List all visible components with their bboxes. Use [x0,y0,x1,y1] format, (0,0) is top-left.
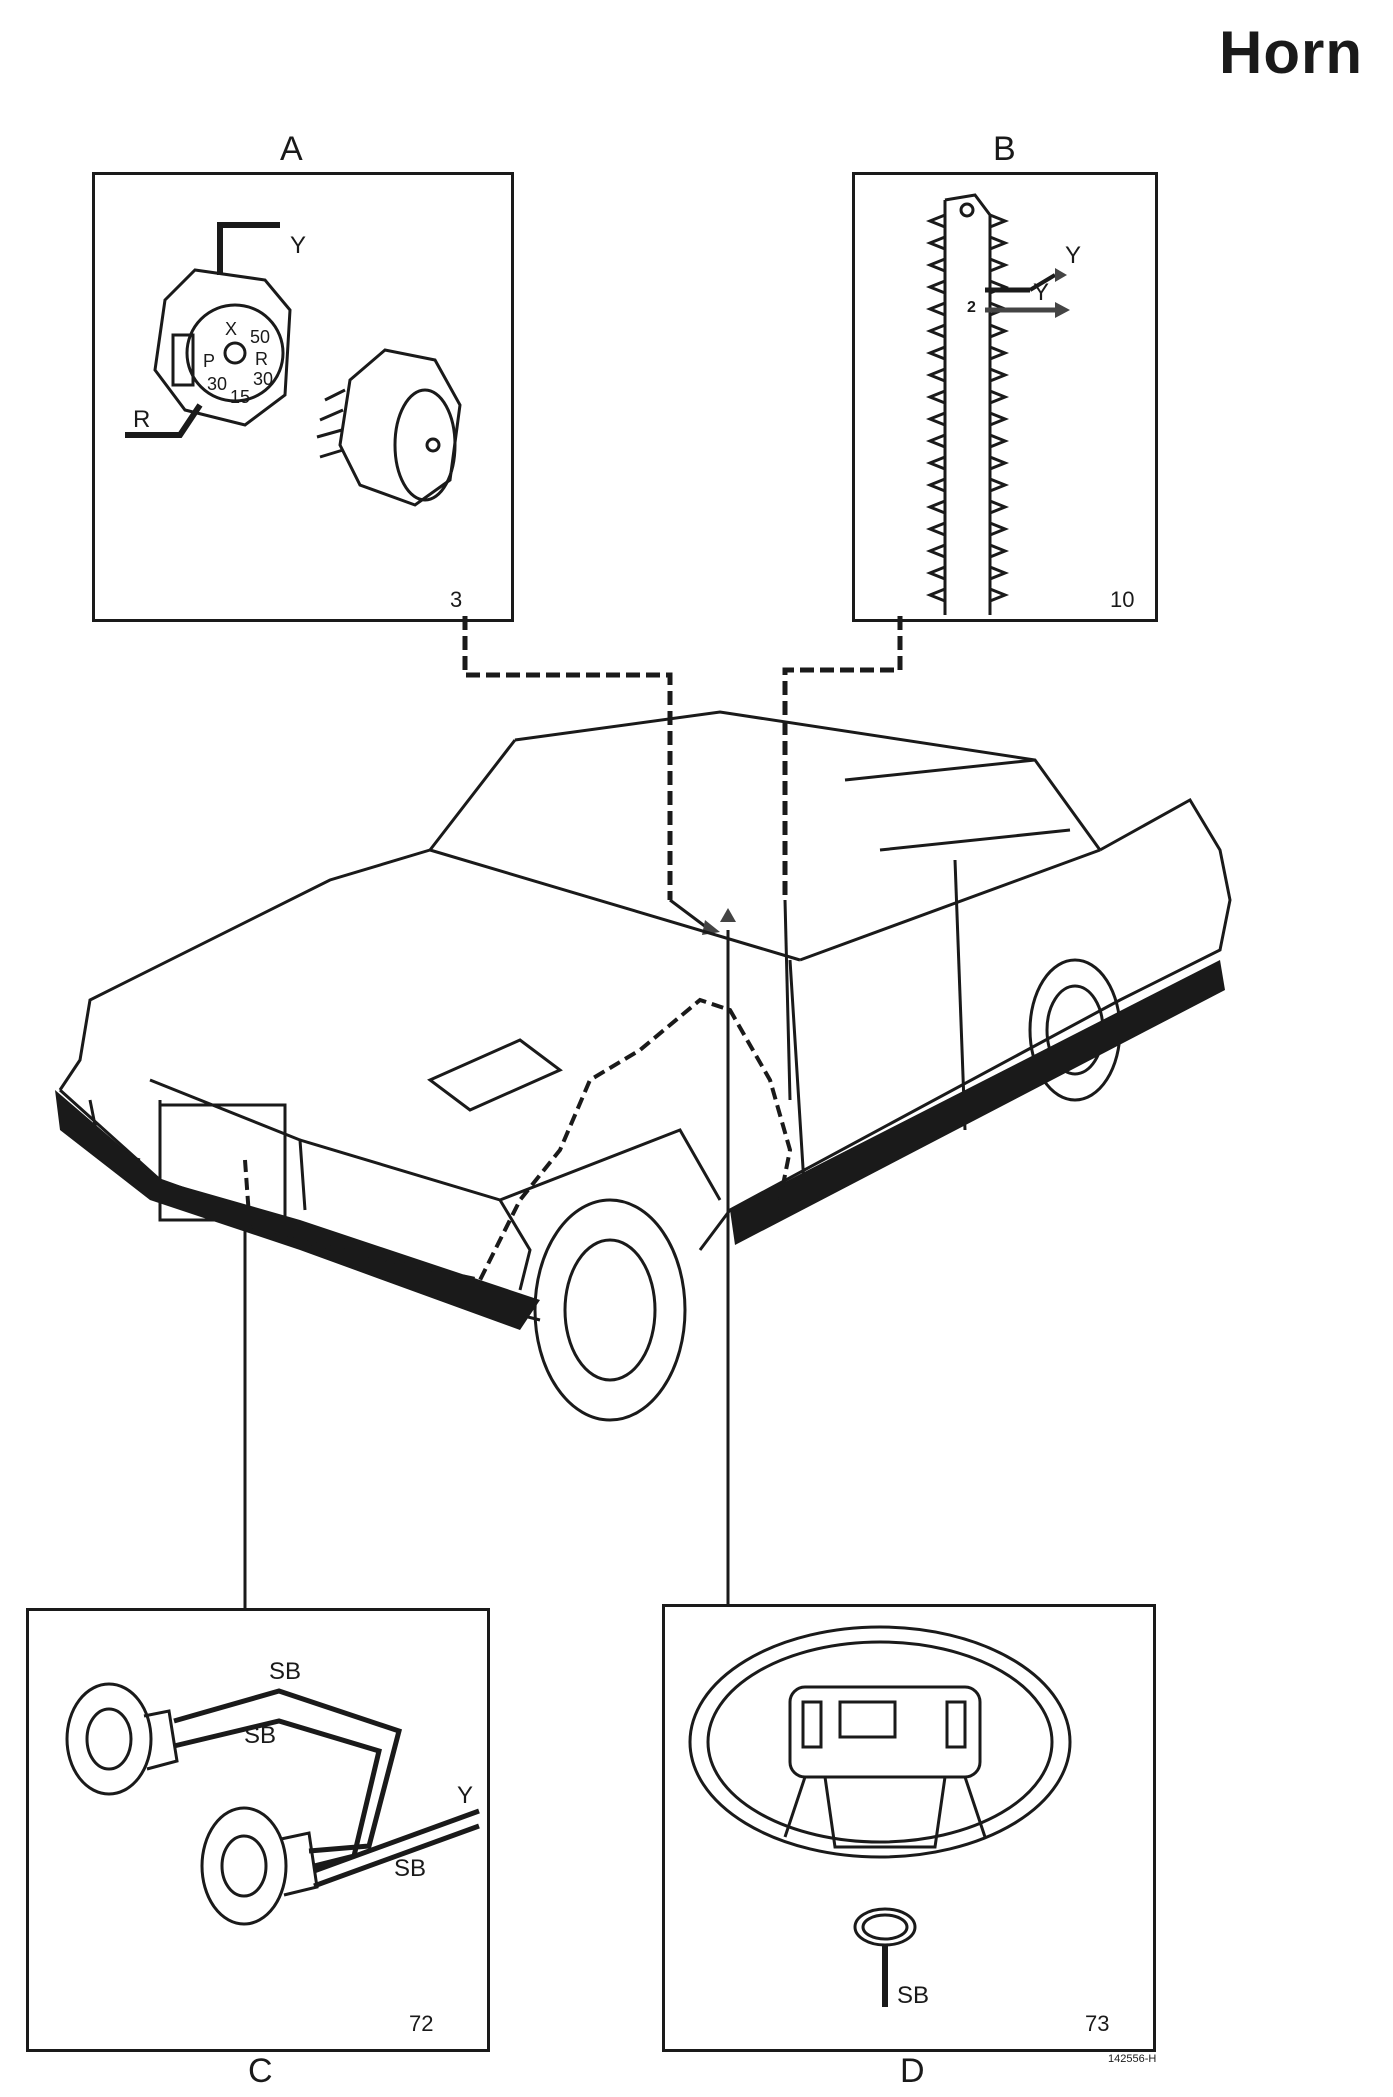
panel-a-ignition-switch: Y R X 50 P R 30 30 15 3 [92,172,514,622]
panel-d-letter: D [900,2052,925,2090]
terminal-30b-label: 30 [253,369,273,389]
wire-sb-label: SB [897,1982,929,2009]
connector-ridge [925,389,1010,405]
panel-b-letter: B [993,130,1016,168]
wire-sb2-label: SB [244,1722,276,1749]
connector-ridge [925,257,1010,273]
connector-ridge [925,213,1010,229]
connector-ridge [925,345,1010,361]
connector-ridge [925,543,1010,559]
connector-ridge [925,499,1010,515]
terminal-2-label: 2 [967,299,976,316]
reference-number: 142556-H [1108,2053,1157,2065]
terminal-15-label: 15 [230,387,250,407]
panel-d-steering-wheel: SB 73 [662,1604,1156,2052]
terminal-x-label: X [225,319,237,339]
panel-a-number: 3 [450,587,463,612]
wire-y-label: Y [457,1782,473,1809]
wire-r-label: R [133,406,150,433]
connector-ridge [925,477,1010,493]
panel-d-number: 73 [1085,2011,1110,2036]
ignition-switch-illustration: Y R X 50 P R 30 30 15 [125,222,462,507]
terminal-30a-label: 30 [207,374,227,394]
wire-sb3-label: SB [394,1855,426,1882]
connector-ridge [925,411,1010,427]
page-title: Horn [1219,19,1363,86]
panel-a-letter: A [280,130,303,168]
connector-ridge [925,367,1010,383]
connector-ridge [925,235,1010,251]
panel-c-horns: SB SB SB Y 72 [26,1608,490,2052]
wire-y1-label: Y [1065,242,1081,269]
panel-c-number: 72 [409,2011,434,2036]
panel-b-number: 10 [1110,587,1135,612]
connector-ridge [925,565,1010,581]
wire-y2-label: Y [1033,279,1049,306]
connector-ridge [925,433,1010,449]
connector-ridge [925,323,1010,339]
wire-y-label: Y [290,232,306,259]
panel-c-letter: C [248,2052,273,2090]
steering-wheel-illustration: SB [688,1625,1072,2009]
connector-ridge [925,455,1010,471]
terminal-50-label: 50 [250,327,270,347]
wire-sb1-label: SB [269,1658,301,1685]
horns-illustration: SB SB SB Y [65,1658,480,1926]
terminal-r-label: R [255,349,268,369]
panel-b-fuse-box: Y Y 2 10 [852,172,1158,622]
connector-ridge [925,587,1010,603]
connector-strip-illustration: Y Y 2 [925,193,1081,615]
connector-ridge [925,521,1010,537]
terminal-p-label: P [203,351,215,371]
